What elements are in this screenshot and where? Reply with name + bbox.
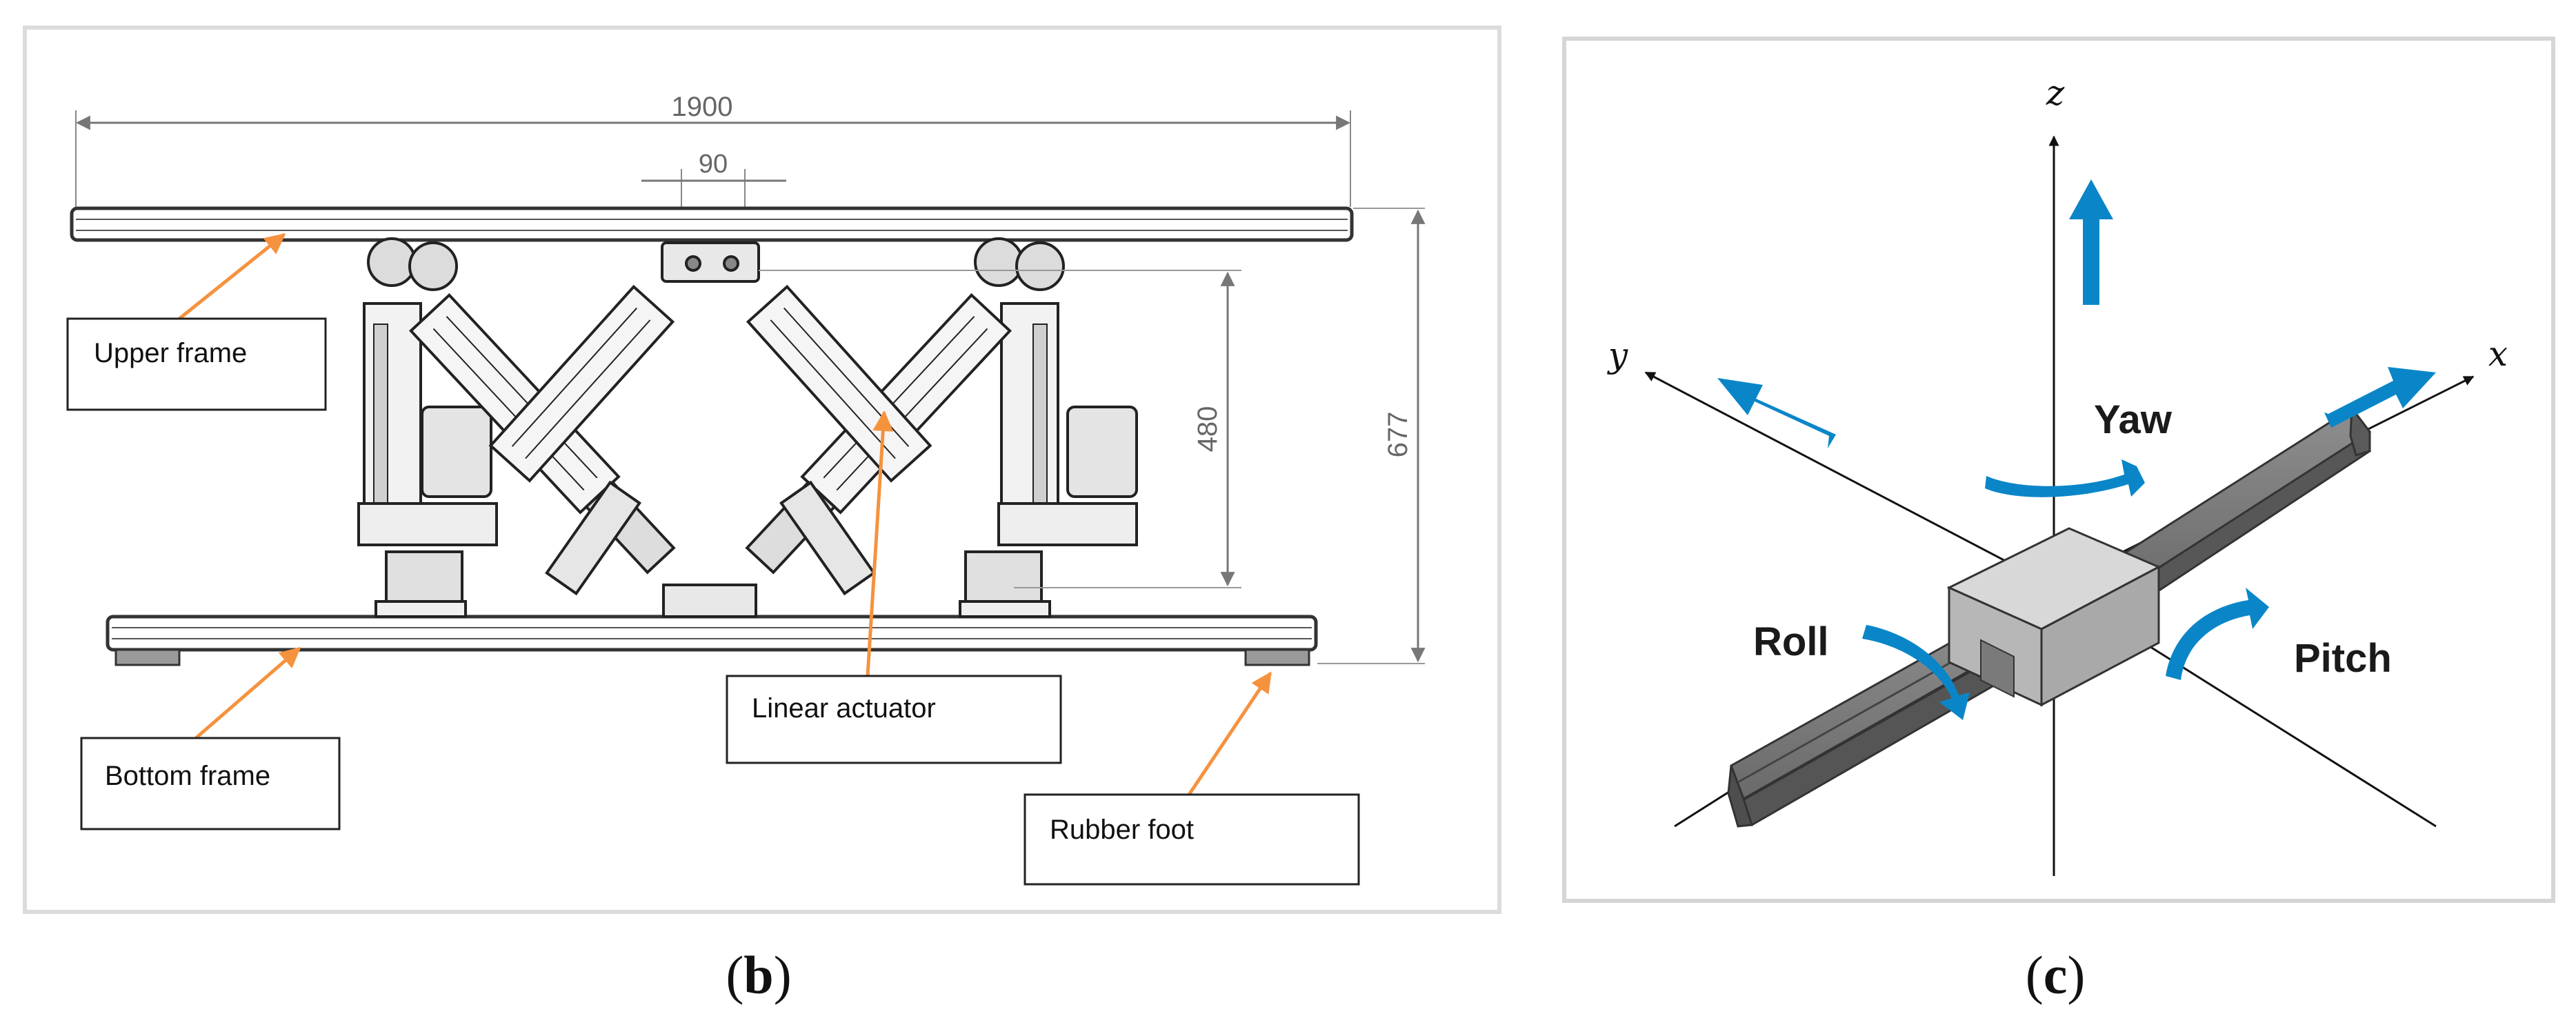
z-translation-arrow (2069, 179, 2113, 305)
upper-frame (70, 206, 1354, 242)
rubber-foot-right (1244, 648, 1310, 666)
roll-arrow (1862, 625, 1970, 720)
leader-lines (178, 233, 1272, 796)
label-upper-frame: Upper frame (94, 338, 247, 368)
caption-b: (b) (726, 945, 791, 1005)
leader-upper-frame (178, 233, 286, 320)
y-axis-line (1644, 371, 2055, 588)
yaw-arrow (1985, 459, 2145, 497)
pitch-arrow (2166, 588, 2269, 680)
label-rubber-foot: Rubber foot (1050, 815, 1194, 845)
dimension-1900: 1900 (75, 92, 1351, 207)
label-linear-actuator: Linear actuator (752, 693, 936, 724)
x-axis-label: x (2488, 334, 2508, 374)
bottom-frame (106, 615, 1318, 666)
z-axis-label: z (2046, 73, 2065, 113)
leader-linear-actuator (866, 410, 894, 677)
leader-rubber-foot (1187, 671, 1272, 796)
label-bottom-frame-box: Bottom frame (80, 737, 341, 830)
roll-label: Roll (1753, 619, 1829, 664)
label-rubber-foot-box: Rubber foot (1024, 793, 1360, 886)
dimension-677-label: 677 (1383, 412, 1413, 458)
dimension-90-label: 90 (699, 150, 728, 179)
leader-bottom-frame (194, 647, 301, 739)
x-translation-arrow (2324, 367, 2436, 428)
motion-arrows (1717, 179, 2436, 720)
dimension-480: 480 (759, 270, 1241, 588)
panel-c-frame (1562, 37, 2555, 903)
dimension-480-label: 480 (1192, 406, 1223, 452)
dimension-677: 677 (1317, 208, 1426, 664)
y-translation-arrow (1717, 378, 1836, 448)
pitch-label: Pitch (2294, 636, 2392, 681)
label-bottom-frame: Bottom frame (105, 761, 270, 791)
label-upper-frame-box: Upper frame (66, 317, 327, 411)
y-axis-label: y (1607, 335, 1628, 375)
carriage-block (1946, 527, 2161, 707)
yaw-label: Yaw (2094, 397, 2173, 442)
rubber-foot-left (114, 648, 181, 666)
panel-c: z y x (1562, 37, 2555, 1005)
caption-c: (c) (2026, 945, 2086, 1005)
panel-b: 1900 90 (23, 26, 1501, 1005)
label-linear-actuator-box: Linear actuator (726, 675, 1062, 764)
dimension-1900-label: 1900 (672, 92, 733, 122)
